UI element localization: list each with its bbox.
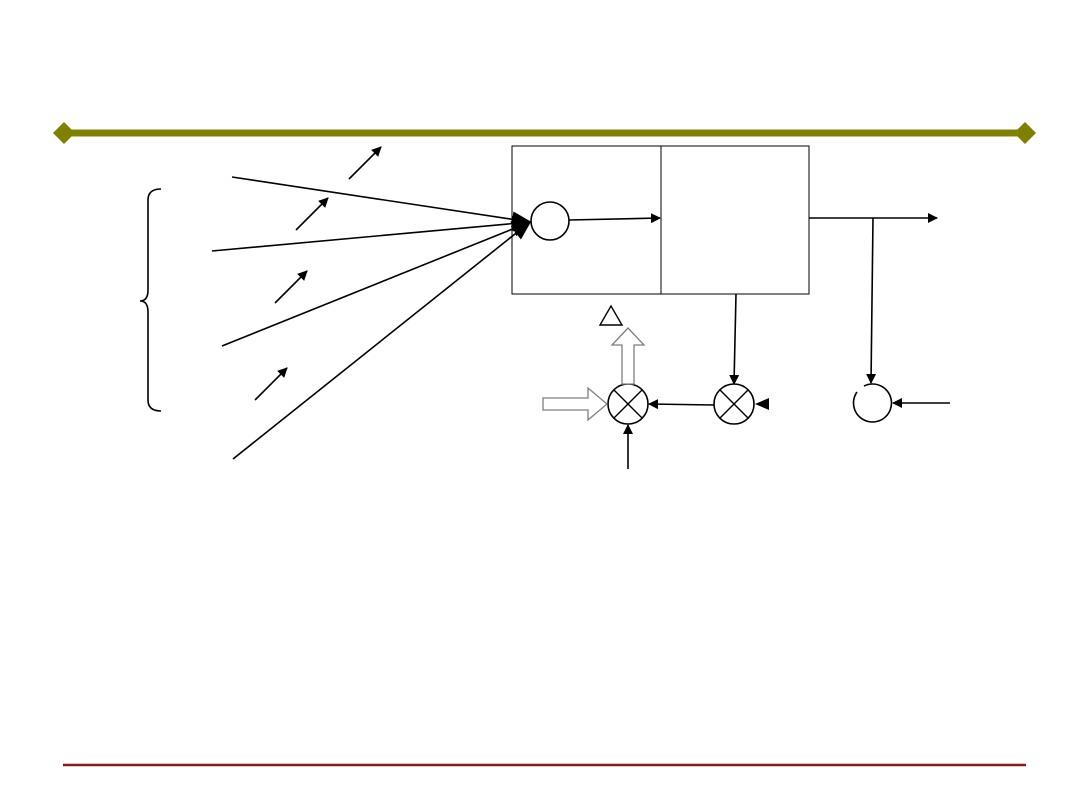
summing-node <box>530 201 570 241</box>
output-path <box>809 213 938 384</box>
sum-to-activation-arrow <box>568 213 661 224</box>
title-rule <box>53 122 1036 144</box>
input-group-brace <box>139 188 162 412</box>
weight-adjust-arrow <box>274 270 308 304</box>
diamond-icon <box>1014 122 1036 144</box>
input-line <box>232 220 532 460</box>
neuron-block <box>511 145 810 295</box>
activation-to-multiplier-arrow <box>729 293 740 385</box>
weight-adjust-arrow <box>295 197 329 231</box>
comparison-node <box>852 383 893 423</box>
comparison-node-group <box>852 383 950 423</box>
weight-adjust-arrow <box>348 146 382 180</box>
multiplier-link-arrow <box>648 399 715 410</box>
activation-box <box>660 145 810 295</box>
input-line <box>221 221 532 347</box>
weight-arrows <box>254 146 382 401</box>
output-branch-arrow <box>866 217 877 384</box>
triangle-icon <box>598 304 624 326</box>
hollow-arrow-icon <box>542 386 609 422</box>
circle-cross-icon <box>713 383 755 425</box>
input-line <box>211 215 532 252</box>
weight-adjust-arrow <box>254 367 288 401</box>
input-lines <box>211 176 532 460</box>
error-input-arrowhead <box>755 398 769 410</box>
circle-cross-icon <box>607 383 649 425</box>
hollow-arrow-icon <box>610 327 646 385</box>
input-line <box>231 176 532 228</box>
diamond-icon <box>53 122 75 144</box>
